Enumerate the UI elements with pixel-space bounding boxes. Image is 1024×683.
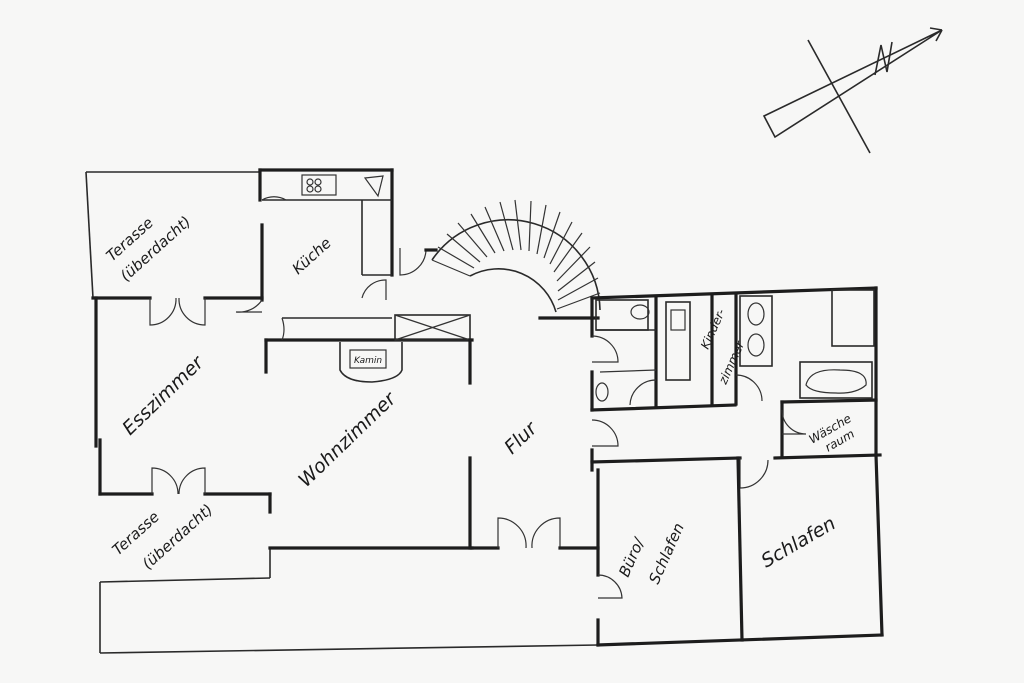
room-label-office-1: Büro/ — [615, 534, 649, 580]
kitchen-walls — [235, 168, 438, 313]
room-label-fireplace: Kamin — [354, 356, 382, 366]
room-label-dining: Esszimmer — [118, 351, 209, 440]
room-label-living: Wohnzimmer — [294, 387, 401, 491]
room-label-kids-1: Kinder- — [698, 307, 728, 351]
hall-walls — [470, 296, 623, 647]
room-label-kids-2: zimmer — [716, 338, 748, 387]
living-dining-walls — [94, 279, 474, 550]
room-label-kitchen: Küche — [289, 234, 335, 278]
room-label-hall: Flur — [500, 417, 542, 459]
north-arrow-icon — [762, 27, 943, 154]
room-label-office-2: Schlafen — [645, 520, 688, 586]
spiral-staircase — [431, 199, 601, 320]
east-wing-walls — [590, 286, 884, 647]
site-boundary — [99, 548, 599, 654]
room-label-bedroom: Schlafen — [758, 512, 840, 572]
terrace-top-walls — [85, 171, 264, 326]
